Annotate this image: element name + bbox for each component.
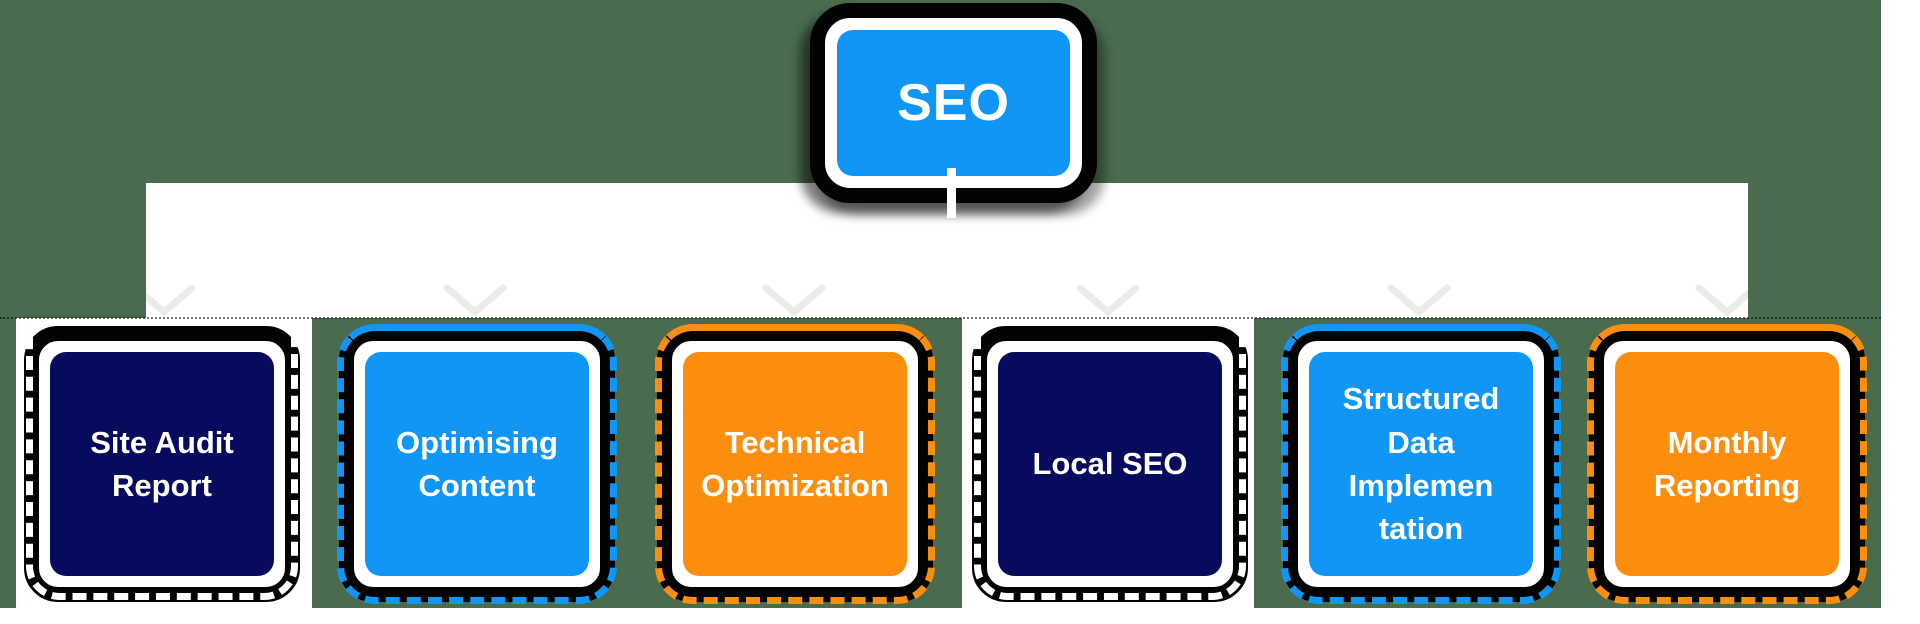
node-fill: Site Audit Report: [50, 352, 274, 576]
dotted-artifact-line: [0, 317, 1881, 319]
chevron-down-icon: [443, 283, 507, 317]
node-label: Structured Data Implemen tation: [1342, 381, 1500, 547]
node-monthly-reporting: Monthly Reporting: [1583, 320, 1871, 608]
chevron-down-icon: [1695, 283, 1748, 317]
root-node-frame: SEO: [810, 3, 1097, 203]
node-label: Local SEO: [1032, 446, 1188, 482]
node-technical-optimization: Technical Optimization: [651, 320, 939, 608]
node-label: Site Audit Report: [90, 424, 234, 503]
chevron-down-icon: [146, 283, 196, 317]
root-node-label: SEO: [897, 74, 1010, 132]
node-label: Optimising Content: [396, 424, 558, 503]
root-connector-line: [947, 168, 956, 218]
node-label: Technical Optimization: [701, 424, 889, 503]
node-structured-data-implementation: Structured Data Implemen tation: [1277, 320, 1565, 608]
node-fill: Local SEO: [998, 352, 1222, 576]
node-frame: Technical Optimization: [657, 326, 933, 602]
node-fill: Monthly Reporting: [1615, 352, 1839, 576]
node-local-seo: Local SEO: [966, 320, 1254, 608]
chevron-down-icon: [1387, 283, 1451, 317]
node-optimising-content: Optimising Content: [333, 320, 621, 608]
node-site-audit-report: Site Audit Report: [18, 320, 306, 608]
node-fill: Technical Optimization: [683, 352, 907, 576]
node-frame: Monthly Reporting: [1589, 326, 1865, 602]
node-frame: Local SEO: [972, 326, 1248, 602]
root-node-seo: SEO: [810, 3, 1097, 203]
node-label: Monthly Reporting: [1653, 424, 1801, 503]
root-node-fill: SEO: [837, 30, 1070, 176]
node-frame: Site Audit Report: [24, 326, 300, 602]
node-frame: Structured Data Implemen tation: [1283, 326, 1559, 602]
node-fill: Structured Data Implemen tation: [1309, 352, 1533, 576]
node-frame: Optimising Content: [339, 326, 615, 602]
chevron-down-icon: [1076, 283, 1140, 317]
chevron-down-icon: [762, 283, 826, 317]
node-fill: Optimising Content: [365, 352, 589, 576]
